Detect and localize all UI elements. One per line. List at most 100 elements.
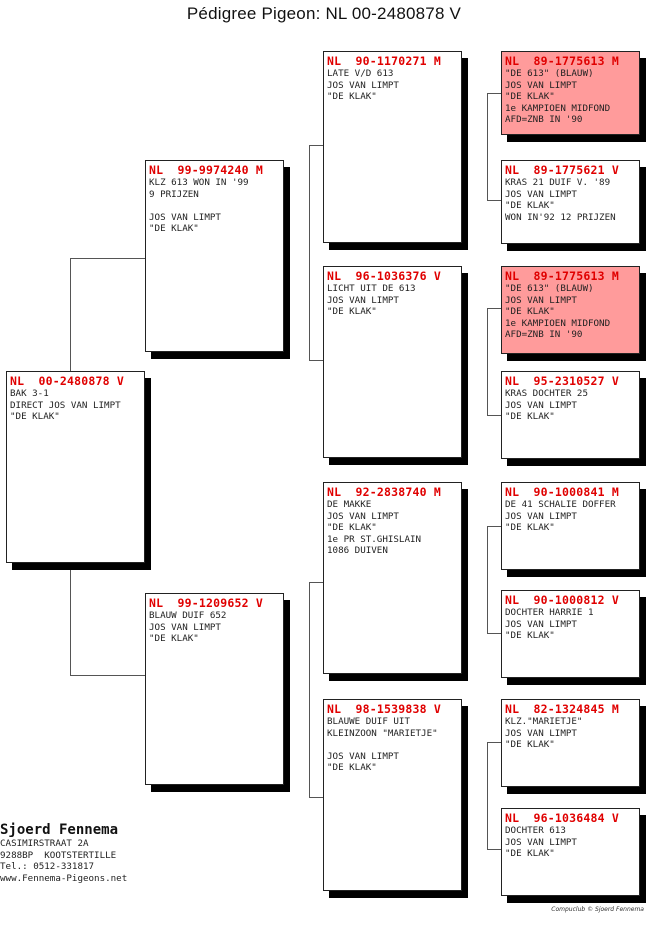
page-title: Pédigree Pigeon: NL 00-2480878 V — [186, 4, 462, 23]
pigeon-info-line: DE MAKKE — [327, 499, 372, 510]
pigeon-info-line: WON IN'92 12 PRIJZEN — [505, 211, 616, 223]
connector-mfm — [487, 633, 501, 634]
ring-number: NL 95-2310527 V — [505, 374, 619, 388]
pigeon-info-line: JOS VAN LIMPT — [505, 727, 577, 739]
ring-number: NL 92-2838740 M — [327, 485, 441, 499]
pigeon-info-line: "DE KLAK" — [327, 306, 377, 317]
pigeon-info-line — [149, 200, 280, 212]
pigeon-info-line: JOS VAN LIMPT — [505, 188, 577, 200]
pigeon-info-line: JOS VAN LIMPT — [505, 294, 577, 306]
pigeon-info-line: KLZ."MARIETJE" — [505, 716, 583, 727]
connector-mm — [309, 797, 323, 798]
pigeon-info-line: BAK 3-1 — [10, 388, 49, 399]
pigeon-info-line: BLAUW DUIF 652 — [149, 610, 227, 621]
pigeon-info-line: "DE KLAK" — [149, 223, 199, 234]
pigeon-info-line: DE 41 SCHALIE DOFFER — [505, 499, 616, 510]
connector-gen3-ff — [487, 93, 488, 201]
pigeon-info-line: "DE KLAK" — [505, 200, 555, 211]
pigeon-info-line: "DE KLAK" — [505, 630, 555, 641]
connector-gen3-fm — [487, 308, 488, 416]
pigeon-info-line: "DE KLAK" — [327, 91, 377, 102]
pigeon-info-line: "DE KLAK" — [505, 411, 555, 422]
pigeon-info-line: DIRECT JOS VAN LIMPT — [10, 399, 121, 411]
pigeon-info-line: 1e PR ST.GHISLAIN — [327, 533, 422, 545]
owner-name: Sjoerd Fennema — [0, 822, 119, 838]
connector-gen2-father — [309, 145, 310, 361]
pigeon-info-line: JOS VAN LIMPT — [327, 510, 399, 522]
pigeon-info-line: "DE KLAK" — [505, 848, 555, 859]
ring-number: NL 89-1775613 M — [505, 54, 619, 68]
pigeon-info-line: 1086 DUIVEN — [327, 545, 388, 556]
ring-number: NL 90-1000841 M — [505, 485, 619, 499]
pigeon-info-line: AFD=ZNB IN '90 — [505, 329, 583, 340]
pigeon-info-line: JOS VAN LIMPT — [149, 621, 221, 633]
owner-address: CASIMIRSTRAAT 2A — [0, 838, 89, 849]
pigeon-info-line: JOS VAN LIMPT — [327, 750, 399, 762]
pigeon-info-line: KRAS DOCHTER 25 — [505, 388, 588, 399]
pigeon-info-line: JOS VAN LIMPT — [505, 510, 577, 522]
connector-fmf — [487, 308, 501, 309]
connector-ff — [309, 145, 323, 146]
connector-gen3-mf — [487, 526, 488, 634]
pigeon-info-line: "DE KLAK" — [505, 91, 555, 102]
connector-gen3-mm — [487, 742, 488, 850]
pigeon-info-line: 1e KAMPIOEN MIDFOND — [505, 317, 611, 329]
pigeon-info-line: JOS VAN LIMPT — [149, 211, 221, 223]
pigeon-info-line: 9 PRIJZEN — [149, 188, 199, 200]
pigeon-info-line: "DE KLAK" — [327, 522, 377, 533]
ring-number: NL 98-1539838 V — [327, 702, 441, 716]
pigeon-info-line: KLEINZOON "MARIETJE" — [327, 727, 438, 739]
pigeon-info-line: KRAS 21 DUIF V. '89 — [505, 177, 611, 188]
pigeon-info-line: LATE V/D 613 — [327, 68, 394, 79]
ring-number: NL 82-1324845 M — [505, 702, 619, 716]
connector-mmm — [487, 849, 501, 850]
pigeon-info-line: "DE KLAK" — [327, 762, 377, 773]
pigeon-card-fff[interactable]: NL 89-1775613 M"DE 613" (BLAUW)JOS VAN L… — [501, 51, 640, 135]
ring-number: NL 89-1775613 M — [505, 269, 619, 283]
pigeon-info-line: JOS VAN LIMPT — [505, 399, 577, 411]
ring-number: NL 90-1000812 V — [505, 593, 619, 607]
connector-fmm — [487, 415, 501, 416]
pigeon-info-line: DOCHTER 613 — [505, 825, 566, 836]
ring-number: NL 96-1036484 V — [505, 811, 619, 825]
ring-number: NL 96-1036376 V — [327, 269, 441, 283]
ring-number: NL 90-1170271 M — [327, 54, 441, 68]
connector-gen2-mother — [309, 582, 310, 798]
pigeon-info-line — [327, 739, 458, 751]
pigeon-info-line: "DE KLAK" — [505, 739, 555, 750]
pigeon-info-line: "DE KLAK" — [10, 411, 60, 422]
owner-phone: Tel.: 0512-331817 — [0, 861, 95, 872]
connector-mmf — [487, 742, 501, 743]
pigeon-info-line: "DE 613" (BLAUW) — [505, 68, 594, 79]
pigeon-info-line: JOS VAN LIMPT — [505, 836, 577, 848]
connector-fff — [487, 93, 501, 94]
owner-website[interactable]: www.Fennema-Pigeons.net — [0, 872, 128, 884]
connector-father — [70, 258, 145, 259]
pigeon-info-line: DOCHTER HARRIE 1 — [505, 607, 594, 618]
pigeon-info-line: BLAUWE DUIF UIT — [327, 716, 410, 727]
ring-number: NL 99-1209652 V — [149, 596, 263, 610]
pigeon-card-fmf[interactable]: NL 89-1775613 M"DE 613" (BLAUW)JOS VAN L… — [501, 266, 640, 354]
owner-city: 9288BP KOOTSTERTILLE — [0, 849, 117, 861]
pigeon-info-line: 1e KAMPIOEN MIDFOND — [505, 102, 611, 114]
pigeon-info-line: JOS VAN LIMPT — [327, 294, 399, 306]
copyright-note: Compuclub © Sjoerd Fennema — [551, 906, 644, 913]
owner-block: Sjoerd Fennema CASIMIRSTRAAT 2A 9288BP K… — [0, 822, 127, 884]
pigeon-info-line: AFD=ZNB IN '90 — [505, 114, 583, 125]
connector-mf — [309, 582, 323, 583]
connector-ffm — [487, 200, 501, 201]
ring-number: NL 99-9974240 M — [149, 163, 263, 177]
